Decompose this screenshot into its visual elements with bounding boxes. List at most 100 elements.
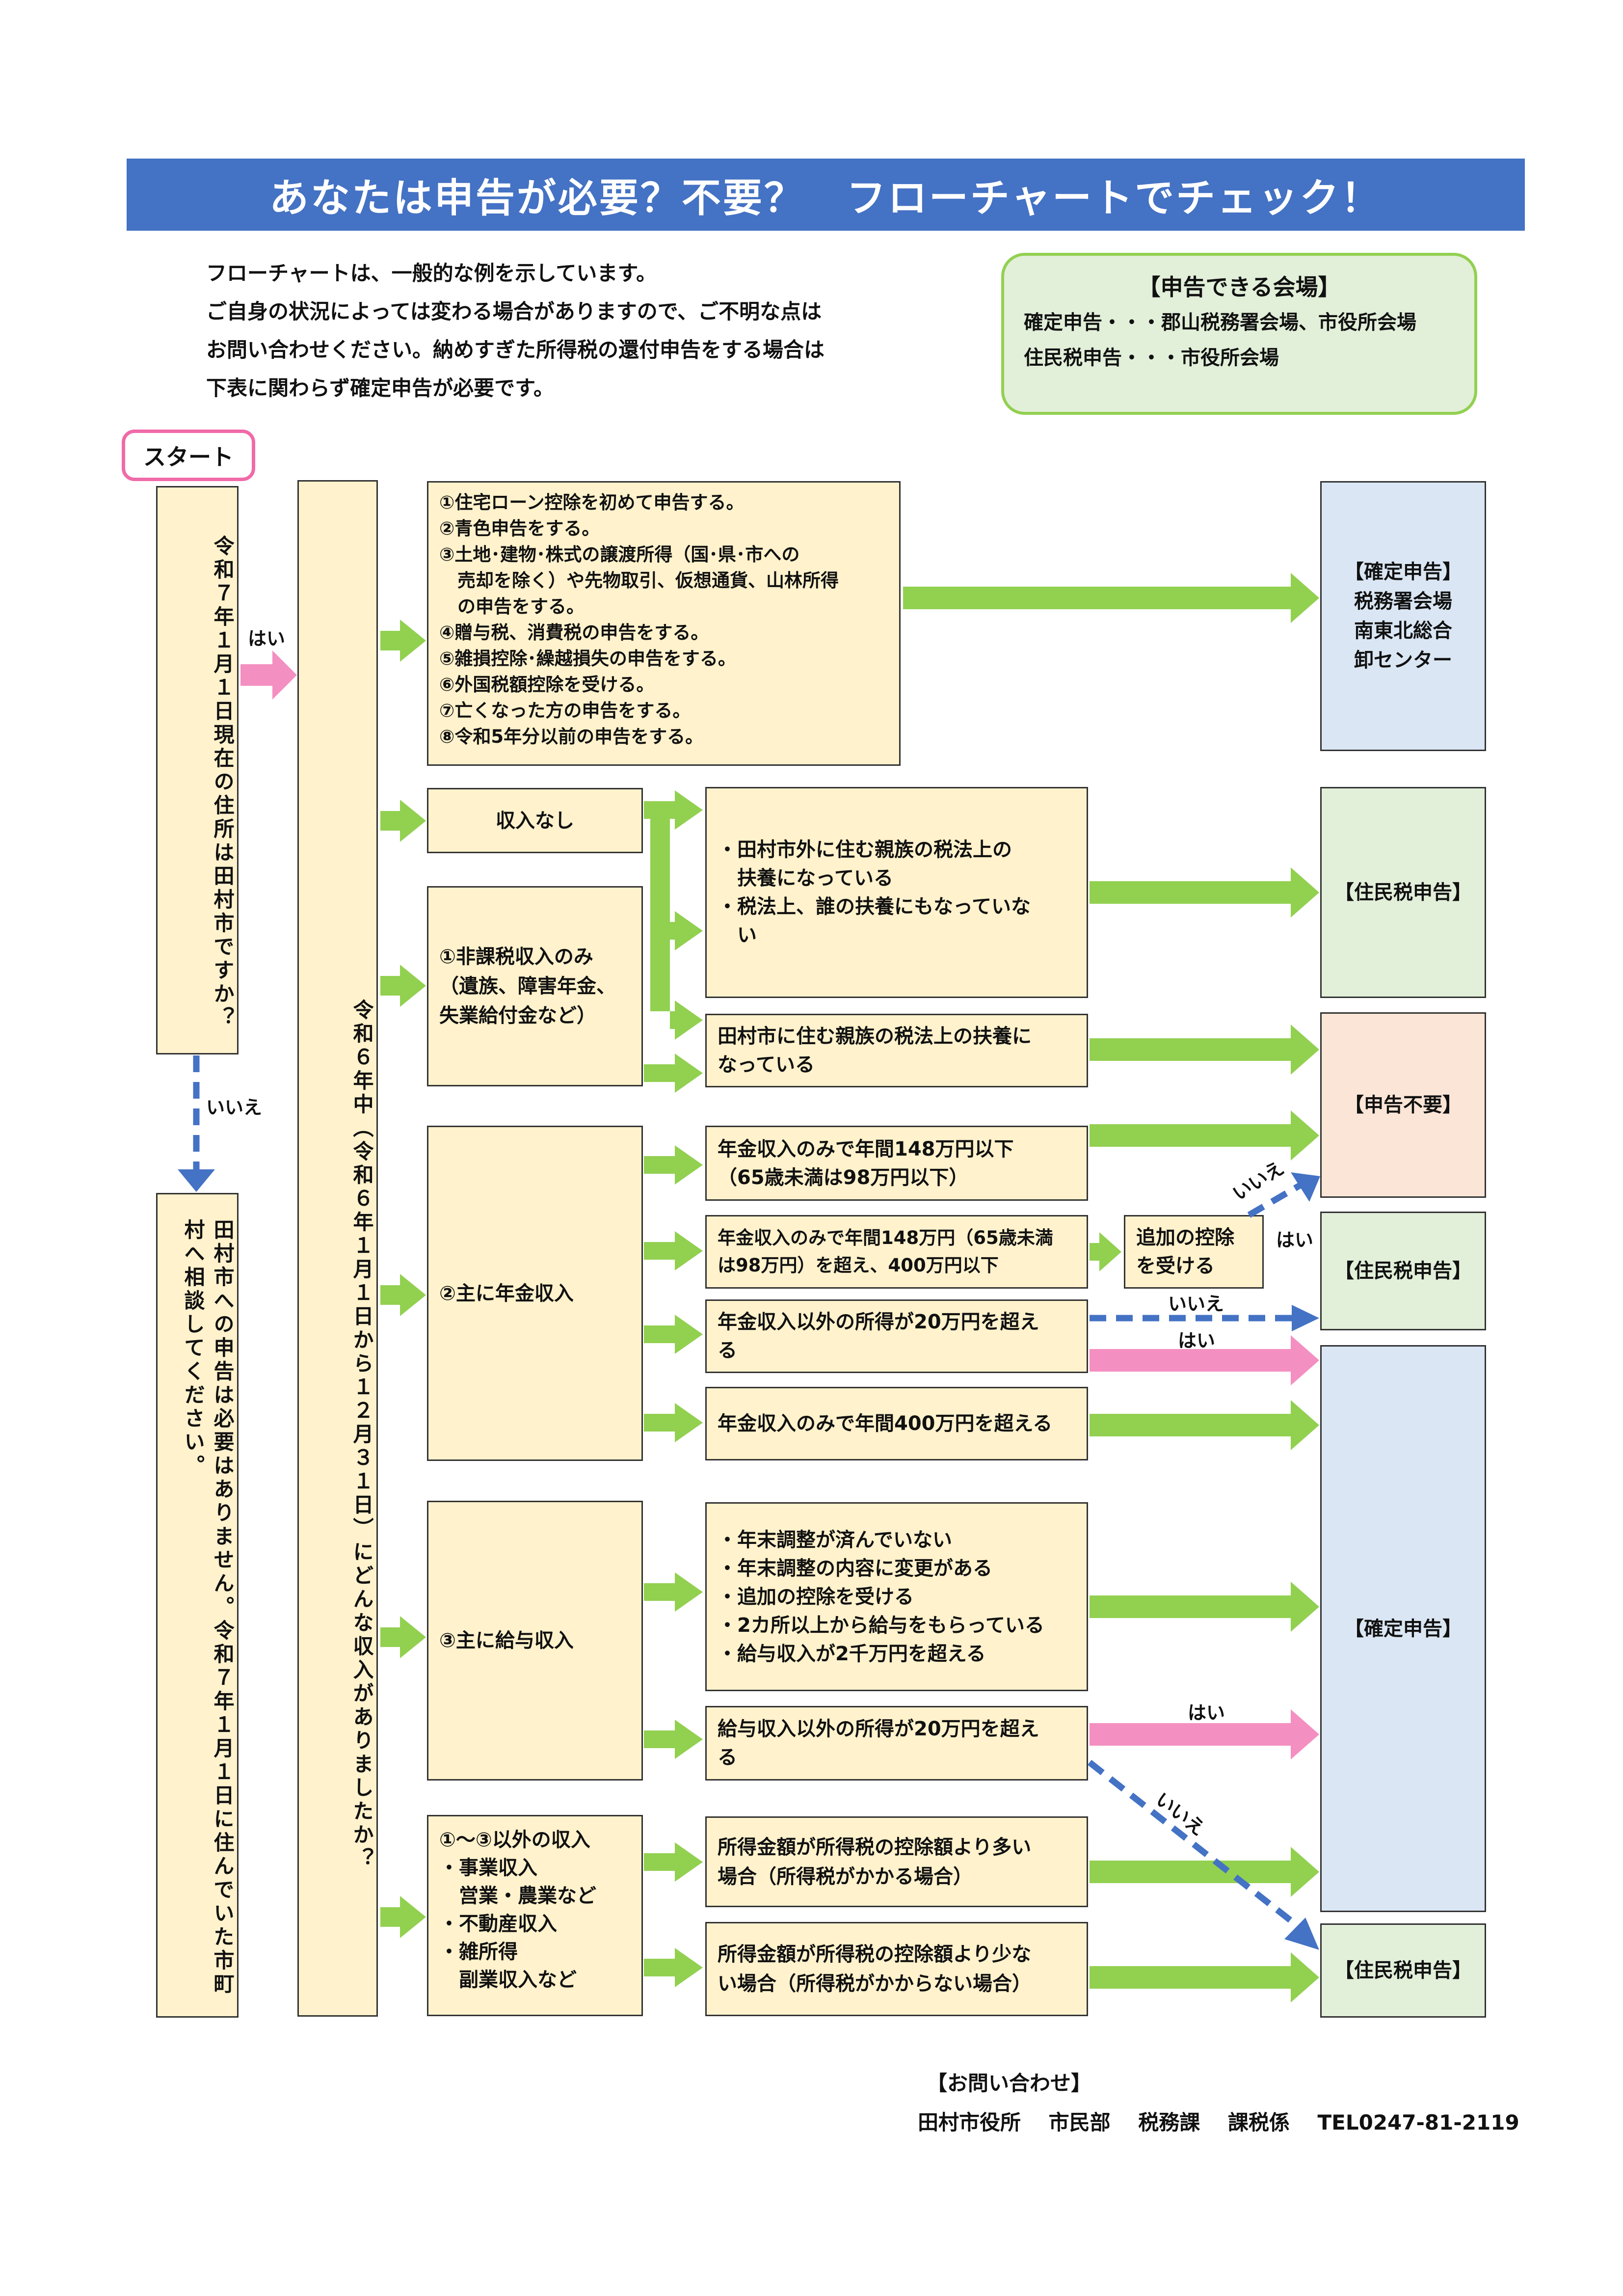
intro-text: フローチャートは、一般的な例を示しています。 ご自身の状況によっては変わる場合が… (206, 254, 967, 407)
income-none-text: 収入なし (496, 809, 574, 832)
result-line: 卸センター (1354, 649, 1452, 672)
green-arrow (380, 1274, 426, 1316)
extra-line: 追加の控除 (1136, 1226, 1234, 1249)
green-arrow (380, 800, 426, 842)
green-arrow (644, 1948, 703, 1987)
page-title: あなたは申告が必要？不要？ フローチャートでチェック！ (127, 159, 1525, 231)
other-line: ・不動産収入 (439, 1913, 557, 1935)
green-arrow (1090, 867, 1319, 918)
dependent-line: 田村市に住む親族の税法上の扶養に (718, 1025, 1032, 1048)
income-other: ①～③以外の収入 ・事業収入 営業・農業など ・不動産収入 ・雑所得 副業収入な… (427, 1815, 643, 2016)
pension-a-box: 年金収入のみで年間148万円以下 （65歳未満は98万円以下） (705, 1126, 1088, 1201)
dependent-outside-box: ・田村市外に住む親族の税法上の 扶養になっている ・税法上、誰の扶養にもなってい… (705, 787, 1088, 998)
green-arrow (644, 1053, 703, 1093)
venue-line: 住民税申告・・・市役所会場 (1024, 347, 1279, 369)
blue-arrow-head (1291, 1172, 1320, 1202)
extra-line: を受ける (1136, 1255, 1215, 1277)
pink-arrow (240, 650, 297, 700)
intro-line: お問い合わせください。納めすぎた所得税の還付申告をする場合は (206, 338, 825, 362)
list-item: ⑦亡くなった方の申告をする。 (439, 700, 691, 721)
green-arrow (1090, 1847, 1319, 1897)
green-arrow (380, 965, 426, 1007)
income-none: 収入なし (427, 788, 643, 853)
result-juminzei-2: 【住民税申告】 (1320, 1212, 1486, 1330)
result-juminzei-1: 【住民税申告】 (1320, 787, 1486, 998)
pension-b-box: 年金収入のみで年間148万円（65歳未満 は98万円）を超え、400万円以下 (705, 1215, 1088, 1289)
green-arrow (670, 911, 703, 950)
not-required-note-text: 田村市への申告は必要はありません。令和７年１月１日に住んでいた市町村へ相談してく… (181, 1219, 235, 1997)
result-label: 【申告不要】 (1344, 1094, 1462, 1116)
nontax-line: ①非課税収入のみ (439, 945, 593, 968)
other-line: ・事業収入 (439, 1857, 537, 1879)
blue-arrow-head (1284, 1918, 1319, 1950)
green-arrow (1090, 1025, 1319, 1075)
question-income: 令和６年中（令和６年１月１日から１２月３１日）にどんな収入がありましたか？ (297, 480, 378, 2017)
green-arrow (1090, 1400, 1319, 1450)
blue-dashed-arrow (1247, 1183, 1302, 1218)
salary-line: ・給与収入が2千万円を超える (718, 1642, 986, 1665)
no-label: いいえ (1168, 1293, 1224, 1315)
list-item: ⑥外国税額控除を受ける。 (439, 674, 655, 695)
pension-d-box: 年金収入のみで年間400万円を超える (705, 1387, 1088, 1460)
result-line: 南東北総合 (1354, 620, 1452, 642)
dependent-line: い (718, 924, 757, 946)
green-arrow (903, 573, 1319, 623)
result-label: 【確定申告】 (1344, 1617, 1462, 1640)
dependent-inside-box: 田村市に住む親族の税法上の扶養に なっている (705, 1014, 1088, 1087)
other-a-line: 所得金額が所得税の控除額より多い (718, 1836, 1032, 1859)
result-kakutei-main: 【確定申告】 (1320, 1345, 1486, 1912)
green-arrow (644, 1231, 703, 1270)
contact-info: 田村市役所 市民部 税務課 課税係 TEL0247-81-2119 (918, 2110, 1519, 2134)
result-kakutei-top: 【確定申告】 税務署会場 南東北総合 卸センター (1320, 481, 1486, 751)
nontax-line: 失業給付金など） (439, 1004, 596, 1027)
green-arrow (1090, 1232, 1121, 1271)
other-a-box: 所得金額が所得税の控除額より多い 場合（所得税がかかる場合） (705, 1816, 1088, 1907)
list-item: ⑧令和5年分以前の申告をする。 (439, 726, 704, 747)
income-salary-text: ③主に給与収入 (439, 1629, 574, 1652)
green-arrow (644, 1720, 703, 1759)
green-arrow (644, 1145, 703, 1185)
result-label: 【住民税申告】 (1334, 1959, 1472, 1982)
salary-line: る (718, 1746, 737, 1769)
list-item: ②青色申告をする。 (439, 518, 600, 539)
pension-line: る (718, 1339, 737, 1362)
result-fuyo: 【申告不要】 (1320, 1012, 1486, 1198)
list-item: ③土地･建物･株式の譲渡所得（国･県･市への (439, 544, 800, 565)
pension-line: （65歳未満は98万円以下） (718, 1166, 969, 1189)
pension-line: 年金収入のみで年間400万円を超える (718, 1412, 1053, 1435)
pension-c-box: 年金収入以外の所得が20万円を超え る (705, 1299, 1088, 1373)
other-b-line: 所得金額が所得税の控除額より少な (718, 1943, 1032, 1966)
salary-line: ・2カ所以上から給与をもらっている (718, 1614, 1044, 1637)
other-line: 副業収入など (439, 1969, 577, 1991)
green-arrow (380, 1616, 426, 1658)
other-line: ①～③以外の収入 (439, 1829, 590, 1851)
question-income-text: 令和６年中（令和６年１月１日から１２月３１日）にどんな収入がありましたか？ (350, 999, 374, 1871)
intro-line: フローチャートは、一般的な例を示しています。 (206, 261, 657, 285)
income-nontax: ①非課税収入のみ （遺族、障害年金、 失業給付金など） (427, 886, 643, 1086)
green-arrow (644, 1572, 703, 1612)
list-item: ①住宅ローン控除を初めて申告する。 (439, 492, 745, 513)
blue-arrow-head (1292, 1305, 1319, 1331)
not-required-note: 田村市への申告は必要はありません。令和７年１月１日に住んでいた市町村へ相談してく… (156, 1193, 239, 2018)
extra-deduction-box: 追加の控除 を受ける (1124, 1215, 1264, 1289)
other-b-box: 所得金額が所得税の控除額より少な い場合（所得税がかからない場合） (705, 1922, 1088, 2016)
salary-line: ・年末調整の内容に変更がある (718, 1557, 992, 1580)
salary-line: ・年末調整が済んでいない (718, 1528, 952, 1551)
yes-label: はい (1188, 1702, 1225, 1724)
dependent-line: ・税法上、誰の扶養にもなっていな (718, 895, 1031, 918)
venue-title: 【申告できる会場】 (1138, 274, 1341, 300)
pension-line: 年金収入のみで年間148万円以下 (718, 1137, 1014, 1161)
intro-line: ご自身の状況によっては変わる場合がありますので、ご不明な点は (206, 299, 822, 324)
green-arrow (644, 1842, 703, 1882)
green-arrow (644, 1403, 703, 1442)
green-arrow (650, 945, 670, 1011)
green-arrow (644, 1315, 703, 1354)
result-line: 税務署会場 (1354, 590, 1452, 613)
kakutei-conditions-box: ①住宅ローン控除を初めて申告する。 ②青色申告をする。 ③土地･建物･株式の譲渡… (427, 481, 901, 766)
venue-line: 確定申告・・・郡山税務署会場、市役所会場 (1024, 311, 1416, 334)
blue-arrow-head (178, 1169, 215, 1192)
list-item: 売却を除く）や先物取引、仮想通貨、山林所得 (439, 570, 839, 591)
green-arrow (644, 790, 703, 830)
salary-a-box: ・年末調整が済んでいない ・年末調整の内容に変更がある ・追加の控除を受ける ・… (705, 1502, 1088, 1691)
